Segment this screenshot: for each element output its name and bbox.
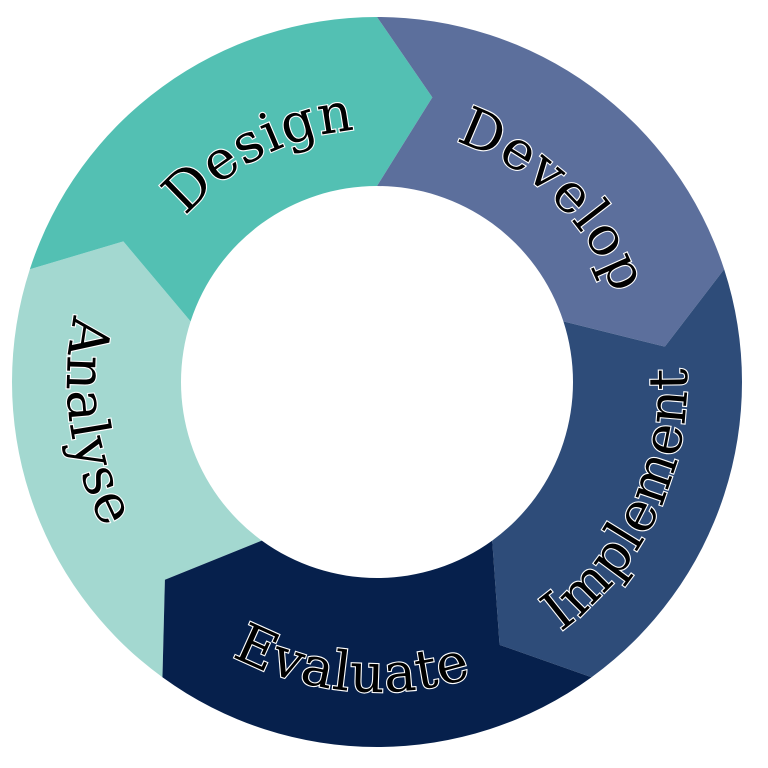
segment-develop xyxy=(377,16,725,347)
segments-group xyxy=(11,16,743,747)
segment-analyse xyxy=(11,241,262,678)
segment-design xyxy=(29,16,433,322)
segment-implement xyxy=(492,269,743,678)
segment-evaluate xyxy=(162,540,592,747)
